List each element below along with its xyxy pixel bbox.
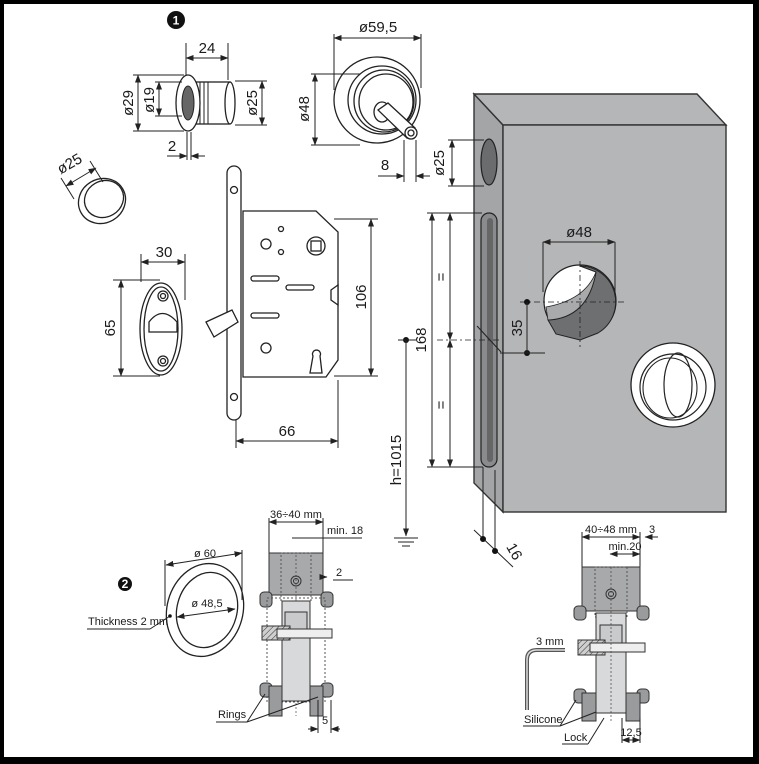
sleeve-flange-thickness-label: 2 [168, 138, 176, 155]
pull-plate: 30 65 [102, 244, 186, 377]
knob-inner-diameter-label: ø48 [296, 96, 313, 122]
section-a: 36÷40 mm min. 18 2 5 Rings [216, 509, 363, 733]
lock-body-depth-label: 66 [279, 423, 296, 440]
small-ring: ø25 [54, 150, 127, 225]
silicone-callout: Silicone [524, 714, 563, 726]
lock-callout: Lock [564, 732, 588, 744]
lock-body-height-label: 106 [353, 284, 370, 309]
sleeve-flange-diameter-label: ø29 [120, 90, 137, 116]
badge-1-label: 1 [173, 14, 180, 28]
slot-length-label: 168 [413, 327, 430, 352]
hex-key-label: 3 mm [536, 636, 564, 648]
door-block: ø48 35 ø25 168 = = h=1015 [388, 92, 728, 568]
knob: ø59,5 ø48 8 [296, 19, 430, 182]
face-pull [630, 342, 716, 428]
section-b: 40÷48 mm 3 min.20 3 mm 12,5 Silicone [523, 524, 658, 745]
lock-body: 106 66 [205, 165, 378, 448]
section-a-thickness-label: 36÷40 mm [270, 509, 322, 521]
side-hole-diameter-label: ø25 [431, 150, 448, 176]
offset-label: 35 [509, 320, 526, 337]
section-b-edge-label: 12,5 [620, 727, 641, 739]
pull-plate-width-label: 30 [156, 244, 173, 261]
face-hole-diameter-label: ø48 [566, 224, 592, 241]
height-from-floor-label: h=1015 [388, 435, 405, 485]
slot-width-label: 16 [502, 540, 525, 563]
badge-1: 1 [167, 11, 185, 29]
small-ring-diameter-label: ø25 [54, 150, 85, 178]
cylinder-sleeve: 24 ø29 ø19 ø25 2 [120, 40, 267, 160]
sleeve-inner-diameter-label: ø19 [141, 87, 158, 113]
thickness-label: Thickness 2 mm [88, 616, 168, 628]
section-a-min-label: min. 18 [327, 525, 363, 537]
knob-spindle-label: 8 [381, 157, 389, 174]
badge-2: 2 [118, 577, 132, 591]
section-a-edge-label: 5 [322, 715, 328, 727]
side-hole [480, 138, 498, 186]
large-ring-inner-label: ø 48,5 [191, 598, 222, 610]
badge-2-label: 2 [122, 577, 129, 591]
equal-mark-lower: = [433, 400, 450, 409]
equal-mark-upper: = [433, 272, 450, 281]
section-a-gap-label: 2 [336, 567, 342, 579]
pull-plate-height-label: 65 [102, 320, 119, 337]
large-ring-outer-label: ø 60 [194, 548, 216, 560]
section-b-gap-label: 3 [649, 524, 655, 536]
sleeve-outer-diameter-label: ø25 [244, 90, 261, 116]
section-b-min-label: min.20 [608, 541, 641, 553]
section-b-thickness-label: 40÷48 mm [585, 524, 637, 536]
sleeve-length-label: 24 [199, 40, 216, 57]
large-ring: ø 60 ø 48,5 Thickness 2 mm [87, 548, 245, 658]
rings-callout: Rings [218, 709, 247, 721]
knob-outer-diameter-label: ø59,5 [359, 19, 397, 36]
